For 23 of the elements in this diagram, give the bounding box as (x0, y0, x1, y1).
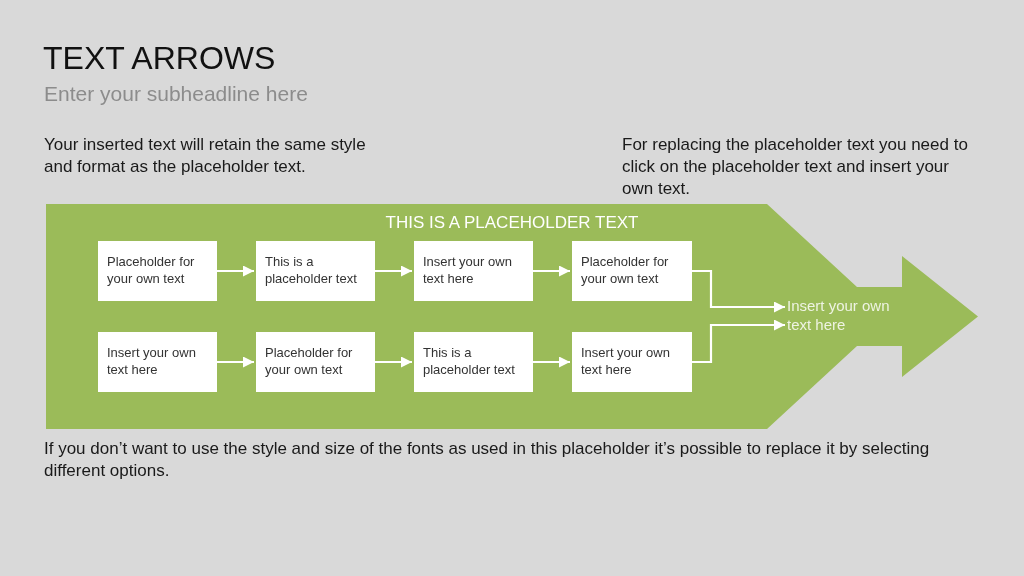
target-text: Insert your own text here (787, 295, 905, 337)
process-box: This is a placeholder text (256, 241, 375, 301)
arrow (533, 356, 570, 368)
arrow (217, 356, 254, 368)
process-box: This is a placeholder text (414, 332, 533, 392)
arrow (375, 356, 412, 368)
arrow (375, 265, 412, 277)
shape-heading: THIS IS A PLACEHOLDER TEXT (385, 212, 639, 234)
arrow (533, 265, 570, 277)
subheadline: Enter your subheadline here (44, 81, 308, 107)
arrow (217, 265, 254, 277)
body-text: Your inserted text will retain the same style and format as the placeholder text. (44, 134, 367, 178)
body-text: If you don’t want to use the style and size of the fonts as used in this placeholder it’s possible to replace it by selecting different options. (44, 438, 931, 482)
process-box: Insert your own text here (98, 332, 217, 392)
arrow (692, 319, 785, 364)
process-box: Insert your own text here (414, 241, 533, 301)
process-box: Placeholder for your own text (572, 241, 692, 301)
arrow (692, 269, 785, 313)
page-title: TEXT ARROWS (43, 39, 276, 78)
process-box: Placeholder for your own text (256, 332, 375, 392)
process-box: Insert your own text here (572, 332, 692, 392)
process-box: Placeholder for your own text (98, 241, 217, 301)
body-text: For replacing the placeholder text you need to click on the placeholder text and insert your own text. (622, 134, 969, 200)
